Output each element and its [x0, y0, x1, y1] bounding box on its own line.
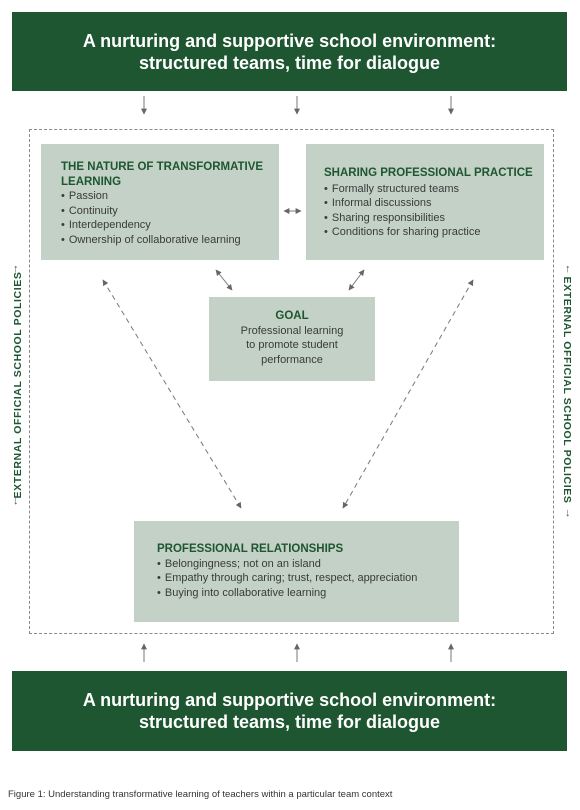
list-item: Sharing responsibilities [324, 211, 534, 226]
sharing-box-title: SHARING PROFESSIONAL PRACTICE [324, 167, 533, 179]
left-policy-arrow-up-icon: ↑ [13, 263, 19, 275]
sharing-goal-double-arrow-icon [348, 269, 365, 291]
top-banner-line1: A nurturing and supportive school enviro… [82, 30, 497, 51]
right-policy-arrow-up-icon: ↑ [565, 263, 571, 275]
list-item: Ownership of collaborative learning [61, 233, 269, 248]
list-item: Buying into collaborative learning [157, 586, 449, 601]
list-item: Conditions for sharing practice [324, 225, 534, 240]
relationships-box-title: PROFESSIONAL RELATIONSHIPS [157, 543, 344, 555]
bottom-environment-banner: A nurturing and supportive school enviro… [12, 671, 567, 751]
nature-goal-double-arrow-icon [215, 269, 233, 291]
figure-caption: Figure 1: Understanding transformative l… [8, 789, 393, 800]
bottom-banner-line1: A nurturing and supportive school enviro… [82, 690, 497, 710]
list-item: Formally structured teams [324, 182, 534, 197]
nature-title-line2: LEARNING [61, 175, 122, 188]
goal-text-line2: to promote student [246, 339, 338, 351]
nature-title-line1: THE NATURE OF TRANSFORMATIVE [61, 161, 264, 173]
goal-text-line3: performance [261, 353, 323, 366]
nature-item-list: Passion Continuity Interdependency Owner… [61, 189, 269, 247]
nature-of-transformative-learning-box: THE NATURE OF TRANSFORMATIVE LEARNING Pa… [41, 144, 279, 260]
nature-box-title: THE NATURE OF TRANSFORMATIVE LEARNING [61, 160, 269, 189]
top-banner-line2: structured teams, time for dialogue [138, 52, 441, 73]
school-policies-frame [29, 129, 554, 634]
right-policy-arrow-down-icon: ↓ [565, 507, 571, 519]
goal-box-title: GOAL [275, 310, 309, 322]
sharing-professional-practice-box: SHARING PROFESSIONAL PRACTICE Formally s… [306, 144, 544, 260]
list-item: Informal discussions [324, 196, 534, 211]
goal-box: GOAL Professional learning to promote st… [209, 297, 375, 381]
professional-relationships-box: PROFESSIONAL RELATIONSHIPS Belongingness… [134, 521, 459, 622]
left-policy-arrow-down-icon: ↓ [13, 495, 19, 507]
list-item: Empathy through caring; trust, respect, … [157, 571, 449, 586]
list-item: Interdependency [61, 218, 269, 233]
list-item: Continuity [61, 204, 269, 219]
sharing-relationships-dashed-arrow-icon [342, 279, 474, 509]
list-item: Passion [61, 189, 269, 204]
relationships-item-list: Belongingness; not on an island Empathy … [157, 557, 449, 601]
bottom-banner-line2: structured teams, time for dialogue [138, 712, 441, 732]
top-environment-banner: A nurturing and supportive school enviro… [12, 12, 567, 91]
list-item: Belongingness; not on an island [157, 557, 449, 572]
sharing-item-list: Formally structured teams Informal discu… [324, 182, 534, 240]
goal-text-line1: Professional learning [240, 324, 344, 337]
